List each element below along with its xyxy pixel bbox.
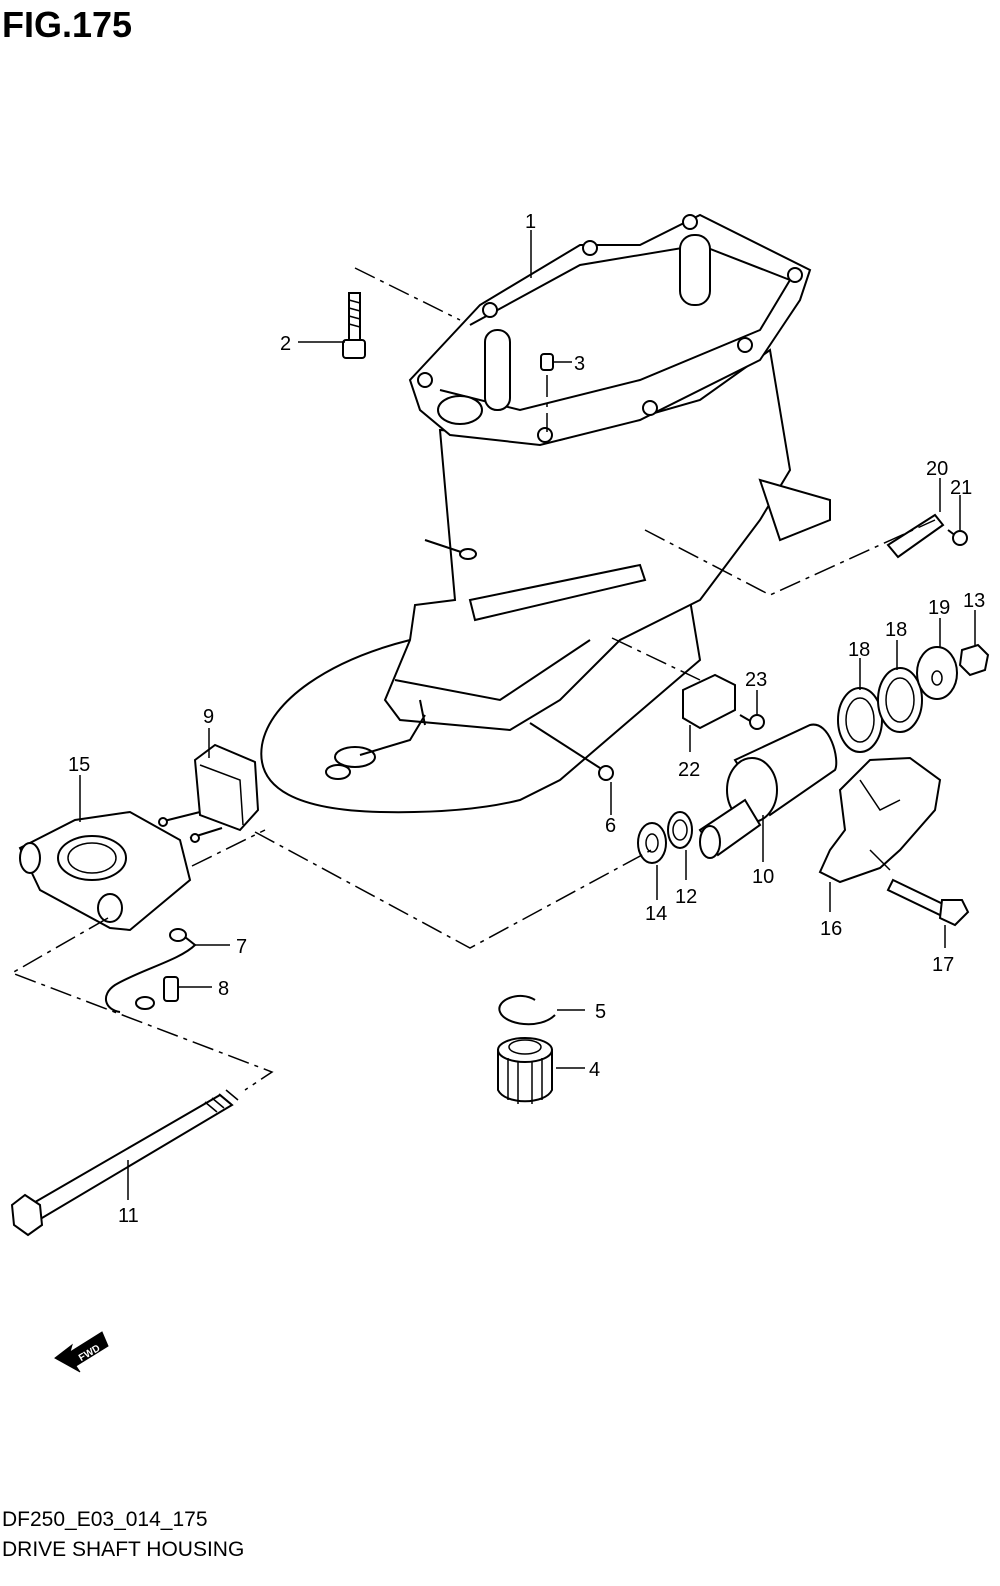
bolt-part-17 <box>886 878 970 927</box>
drawing-name: DRIVE SHAFT HOUSING <box>2 1538 245 1561</box>
callout-7: 7 <box>236 936 247 958</box>
ground-wire-part-7 <box>105 928 197 1013</box>
callout-4: 4 <box>589 1059 600 1081</box>
fwd-arrow-icon: FWD <box>54 1331 109 1373</box>
washer-part-12 <box>667 811 693 849</box>
screw-part-6 <box>529 722 614 781</box>
bolt-part-2 <box>342 292 366 359</box>
callout-2: 2 <box>280 333 291 355</box>
callout-12: 12 <box>675 886 697 908</box>
clamp-part-20 <box>886 513 945 559</box>
mount-bracket-part-15 <box>18 810 192 932</box>
cylinder-part-10 <box>698 723 838 859</box>
callout-17: 17 <box>932 954 954 976</box>
callout-18b: 18 <box>885 619 907 641</box>
callout-23: 23 <box>745 669 767 691</box>
callout-5: 5 <box>595 1001 606 1023</box>
callout-3: 3 <box>574 353 585 375</box>
callout-18a: 18 <box>848 639 870 661</box>
drive-shaft-housing <box>260 213 831 814</box>
callout-8: 8 <box>218 978 229 1000</box>
callout-11: 11 <box>118 1205 139 1227</box>
callout-14: 14 <box>645 903 667 925</box>
washer-part-14 <box>637 822 667 864</box>
dowel-pin-part-3 <box>540 353 554 371</box>
callout-9: 9 <box>203 706 214 728</box>
bolt-part-23 <box>739 714 765 730</box>
callout-20: 20 <box>926 458 948 480</box>
bolt-part-21 <box>947 529 968 546</box>
callout-16: 16 <box>820 918 842 940</box>
plate-part-22 <box>682 673 736 730</box>
callout-13: 13 <box>963 590 985 612</box>
washer-part-18b <box>877 667 923 733</box>
callout-21: 21 <box>950 477 972 499</box>
screw-part-8 <box>163 976 179 1002</box>
clip-part-5 <box>498 994 556 1026</box>
through-bolt-part-11 <box>10 1089 239 1237</box>
callout-10: 10 <box>752 866 774 888</box>
bracket-part-16 <box>818 756 942 884</box>
leader-lines <box>79 230 976 1200</box>
drawing-code: DF250_E03_014_175 <box>2 1508 208 1531</box>
water-strainer-cap-part-4 <box>497 1037 553 1104</box>
callout-22: 22 <box>678 759 700 781</box>
rubber-mount-part-9 <box>158 743 260 843</box>
washer-part-18a <box>837 687 883 753</box>
callout-6: 6 <box>605 815 616 837</box>
callout-1: 1 <box>525 211 536 233</box>
callout-19: 19 <box>928 597 950 619</box>
callout-15: 15 <box>68 754 90 776</box>
figure-title: FIG.175 <box>2 4 133 45</box>
alignment-lines <box>10 267 936 1091</box>
nut-part-13 <box>958 643 990 677</box>
washer-part-19 <box>916 646 958 700</box>
